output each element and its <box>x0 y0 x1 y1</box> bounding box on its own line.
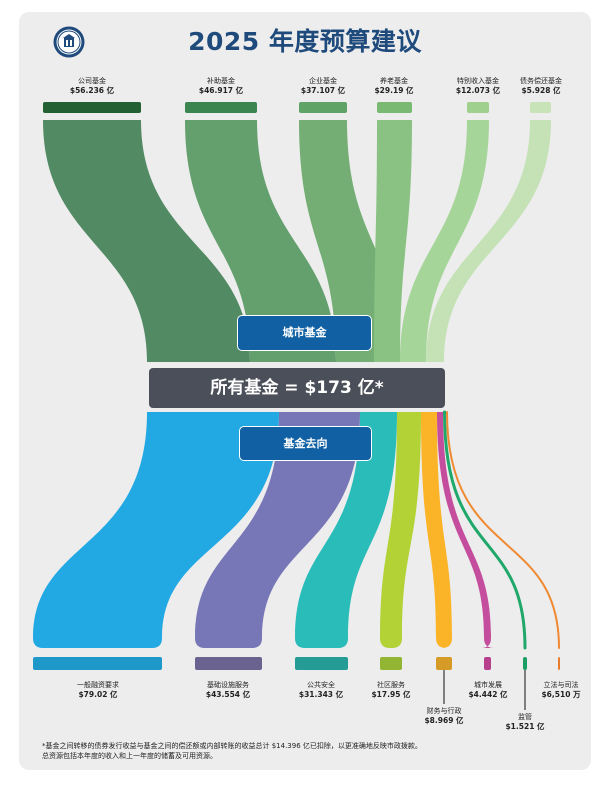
source-bar <box>299 102 347 113</box>
footnote-line-2: 总资源包括本年度的收入和上一年度的储蓄及可用资源。 <box>42 752 217 760</box>
source-label: 企业基金$37.107 亿 <box>278 76 368 96</box>
source-value: $5.928 亿 <box>521 86 561 95</box>
destination-flow <box>380 412 421 648</box>
source-name: 特别收入基金 <box>457 77 499 85</box>
destination-value: $1.521 亿 <box>505 722 545 731</box>
destination-flow <box>446 411 560 649</box>
source-value: $37.107 亿 <box>300 86 346 95</box>
source-bar <box>467 102 489 113</box>
destination-flow <box>195 412 360 648</box>
source-bar <box>377 102 412 113</box>
footnote: *基金之间转移的债券发行收益与基金之间的偿还额或内部转账的收益总计 $14.39… <box>42 741 572 761</box>
source-name: 补助基金 <box>207 77 235 85</box>
source-bar <box>43 102 141 113</box>
destination-name: 监管 <box>518 713 532 721</box>
source-value: $29.19 亿 <box>374 86 414 95</box>
destination-label: 监管$1.521 亿 <box>480 712 570 732</box>
destination-label: 财务与行政$8.969 亿 <box>399 706 489 726</box>
destination-flow <box>443 410 527 650</box>
destination-label: 城市发展$4.442 亿 <box>443 680 533 700</box>
destination-value: $6,510 万 <box>541 690 581 699</box>
fund-destination-label: 基金去向 <box>239 426 372 461</box>
source-label: 债务偿还基金$5.928 亿 <box>496 76 586 96</box>
total-funds-banner: 所有基金 = $173 亿* <box>149 368 445 408</box>
source-name: 养老基金 <box>380 77 408 85</box>
source-flow <box>43 120 250 362</box>
destination-bar <box>295 657 348 670</box>
destination-flow <box>33 412 279 648</box>
source-value: $12.073 亿 <box>455 86 501 95</box>
destination-value: $17.95 亿 <box>371 690 411 699</box>
destination-bar <box>436 657 452 670</box>
destination-label: 基础设施服务$43.554 亿 <box>183 680 273 700</box>
source-name: 债务偿还基金 <box>520 77 562 85</box>
destination-label: 社区服务$17.95 亿 <box>346 680 436 700</box>
source-name: 企业基金 <box>309 77 337 85</box>
destination-label: 公共安全$31.343 亿 <box>276 680 366 700</box>
destination-value: $31.343 亿 <box>298 690 344 699</box>
destination-name: 一般融资要求 <box>77 681 119 689</box>
destination-name: 公共安全 <box>307 681 335 689</box>
source-bar <box>530 102 551 113</box>
destination-bar <box>558 657 560 670</box>
city-funds-label: 城市基金 <box>237 315 372 351</box>
destination-value: $43.554 亿 <box>205 690 251 699</box>
destination-name: 基础设施服务 <box>207 681 249 689</box>
destination-value: $4.442 亿 <box>468 690 508 699</box>
destination-bar <box>380 657 402 670</box>
source-value: $56.236 亿 <box>69 86 115 95</box>
city-seal-icon <box>53 26 85 58</box>
source-label: 特别收入基金$12.073 亿 <box>433 76 523 96</box>
source-name: 公司基金 <box>78 77 106 85</box>
source-flow <box>374 120 412 362</box>
destination-flow <box>437 412 494 648</box>
destination-name: 财务与行政 <box>426 707 462 715</box>
destination-value: $79.02 亿 <box>78 690 118 699</box>
page-title: 2025 年度预算建议 <box>188 27 422 56</box>
footnote-line-1: *基金之间转移的债券发行收益与基金之间的偿还额或内部转账的收益总计 $14.39… <box>42 742 422 750</box>
destination-value: $8.969 亿 <box>424 716 464 725</box>
destination-name: 社区服务 <box>377 681 405 689</box>
source-bar <box>185 102 257 113</box>
destination-bar <box>33 657 162 670</box>
source-flow <box>185 120 336 362</box>
source-label: 补助基金$46.917 亿 <box>176 76 266 96</box>
destination-name: 立法与司法 <box>543 681 579 689</box>
source-label: 养老基金$29.19 亿 <box>349 76 439 96</box>
destination-name: 城市发展 <box>474 681 502 689</box>
destination-flow <box>295 412 397 648</box>
destination-label: 立法与司法$6,510 万 <box>516 680 606 700</box>
source-flow <box>400 120 489 362</box>
destination-bar <box>523 657 527 670</box>
destination-bar <box>484 657 491 670</box>
source-label: 公司基金$56.236 亿 <box>47 76 137 96</box>
destination-flow <box>421 412 452 648</box>
source-flow <box>426 120 551 362</box>
destination-label: 一般融资要求$79.02 亿 <box>53 680 143 700</box>
source-value: $46.917 亿 <box>198 86 244 95</box>
destination-bar <box>195 657 262 670</box>
